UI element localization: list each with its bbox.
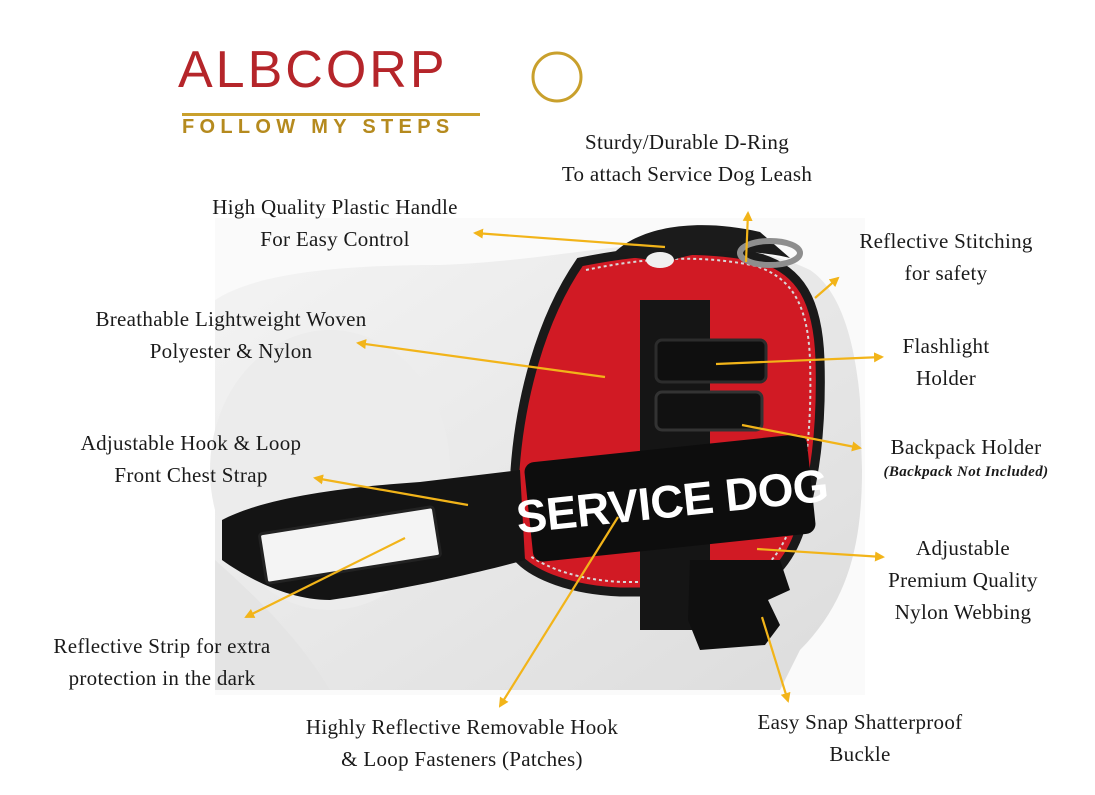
callout-flashlight: Flashlight Holder <box>884 330 1008 394</box>
callout-flashlight-line2: Holder <box>915 366 977 390</box>
callout-woven-line1: Breathable Lightweight Woven <box>95 307 367 331</box>
callout-webbing: Adjustable Premium Quality Nylon Webbing <box>860 532 1066 628</box>
callout-buckle: Easy Snap Shatterproof Buckle <box>718 706 1002 770</box>
arrow-d-ring <box>742 211 753 263</box>
brand-tagline: FOLLOW MY STEPS <box>182 116 455 138</box>
arrow-patches <box>498 516 619 708</box>
callout-backpack-note: (Backpack Not Included) <box>883 464 1049 480</box>
service-dog-patch <box>524 434 816 562</box>
callout-strip-line2: protection in the dark <box>68 666 256 690</box>
callout-patches-line2: & Loop Fasteners (Patches) <box>341 747 583 771</box>
callout-webbing-line1: Adjustable <box>916 536 1010 560</box>
arrow-handle <box>473 228 666 249</box>
callout-stitching: Reflective Stitching for safety <box>832 225 1060 289</box>
d-ring <box>737 238 803 268</box>
callout-handle-line2: For Easy Control <box>260 227 410 251</box>
callout-d-ring: Sturdy/Durable D-Ring To attach Service … <box>528 126 846 190</box>
callout-webbing-line3: Nylon Webbing <box>894 600 1032 624</box>
arrow-strip <box>244 537 406 618</box>
callout-d-ring-line2: To attach Service Dog Leash <box>561 162 813 186</box>
callout-patches: Highly Reflective Removable Hook & Loop … <box>262 711 662 775</box>
callout-webbing-line2: Premium Quality <box>888 568 1038 592</box>
callout-stitching-line1: Reflective Stitching <box>859 229 1033 253</box>
callout-chest-strap-line1: Adjustable Hook & Loop <box>80 431 302 455</box>
ring-icon <box>531 51 583 103</box>
brand-name: ALBCORP <box>178 41 448 99</box>
callout-handle: High Quality Plastic Handle For Easy Con… <box>176 191 494 255</box>
reflective-strip <box>258 505 442 585</box>
callout-strip-line1: Reflective Strip for extra <box>53 634 271 658</box>
arrow-backpack <box>741 423 862 452</box>
callout-d-ring-line1: Sturdy/Durable D-Ring <box>584 130 790 154</box>
callout-handle-line1: High Quality Plastic Handle <box>212 195 458 219</box>
callout-stitching-line2: for safety <box>904 261 988 285</box>
callout-strip: Reflective Strip for extra protection in… <box>22 630 302 694</box>
callout-buckle-line1: Easy Snap Shatterproof <box>757 710 963 734</box>
callout-flashlight-line1: Flashlight <box>902 334 990 358</box>
arrow-buckle <box>760 616 791 703</box>
callout-woven: Breathable Lightweight Woven Polyester &… <box>56 303 406 367</box>
arrow-webbing <box>756 547 885 562</box>
logo-divider <box>182 113 480 116</box>
callout-patches-line1: Highly Reflective Removable Hook <box>305 715 619 739</box>
backpack-buckle <box>654 390 764 432</box>
callout-woven-line2: Polyester & Nylon <box>149 339 313 363</box>
arrow-woven <box>356 339 606 379</box>
callout-buckle-line2: Buckle <box>829 742 891 766</box>
arrow-stitching <box>814 276 840 299</box>
callout-backpack: Backpack Holder (Backpack Not Included) <box>858 431 1074 481</box>
callout-chest-strap: Adjustable Hook & Loop Front Chest Strap <box>46 427 336 491</box>
flashlight-loop <box>654 338 768 384</box>
callout-arrows <box>244 211 885 708</box>
callout-chest-strap-line2: Front Chest Strap <box>114 463 268 487</box>
arrow-chest-strap <box>313 474 469 507</box>
callout-backpack-line1: Backpack Holder <box>890 435 1042 459</box>
arrow-flashlight <box>715 352 884 366</box>
